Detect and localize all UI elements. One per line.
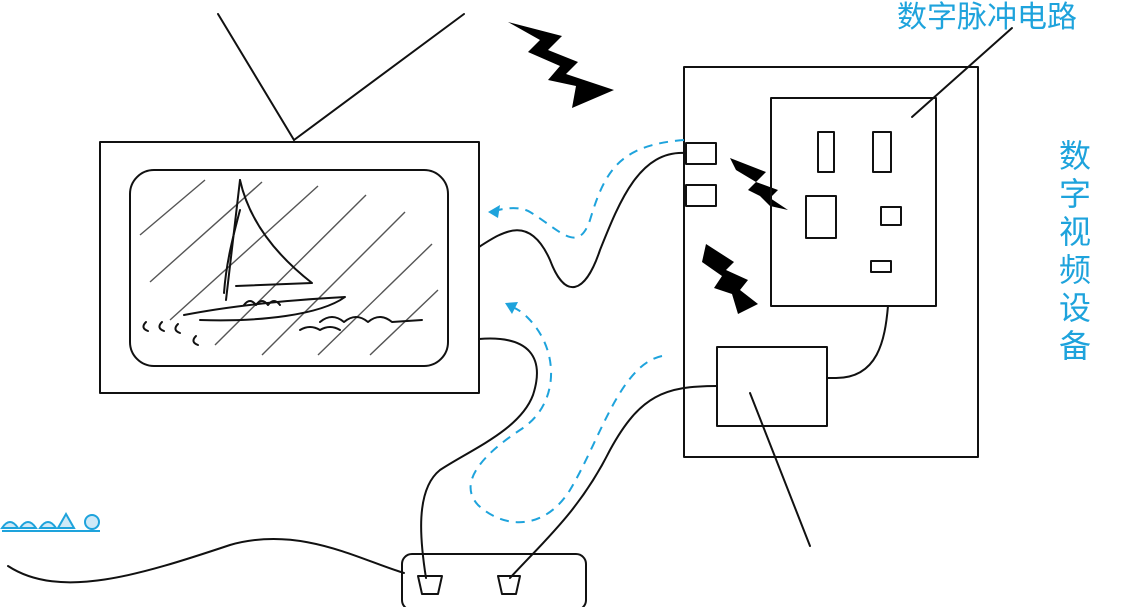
power-callout-line [749,392,811,547]
circuit-label: 数字脉冲电路 [897,0,1077,35]
svg-text:字: 字 [1059,175,1091,213]
screen-interference-lines [139,179,439,356]
sailboat-picture [142,179,423,346]
digital-video-device [683,66,979,458]
svg-text:视: 视 [1059,213,1091,251]
signal-path-top [488,139,685,239]
tv-antenna [217,13,465,141]
power-supply-box [716,346,828,427]
svg-text:备: 备 [1059,327,1091,365]
svg-text:数: 数 [1059,137,1091,175]
tv-body [99,141,480,394]
circuit-components [805,131,902,273]
lightning-icon [508,22,614,108]
logo-icon [0,511,100,532]
svg-text:频: 频 [1059,251,1091,289]
svg-text:设: 设 [1059,289,1091,327]
circuit-board [770,97,937,307]
device-label: 数 字 视 频 设 备 [1059,137,1091,365]
cables [7,151,889,584]
lightning-icon [730,158,788,210]
lightning-icon [702,244,758,314]
device-ports [685,142,717,207]
signal-path-bottom [469,302,663,524]
tv-screen [129,169,449,367]
circuit-callout-line [911,27,1013,118]
wall-outlet [401,553,587,607]
